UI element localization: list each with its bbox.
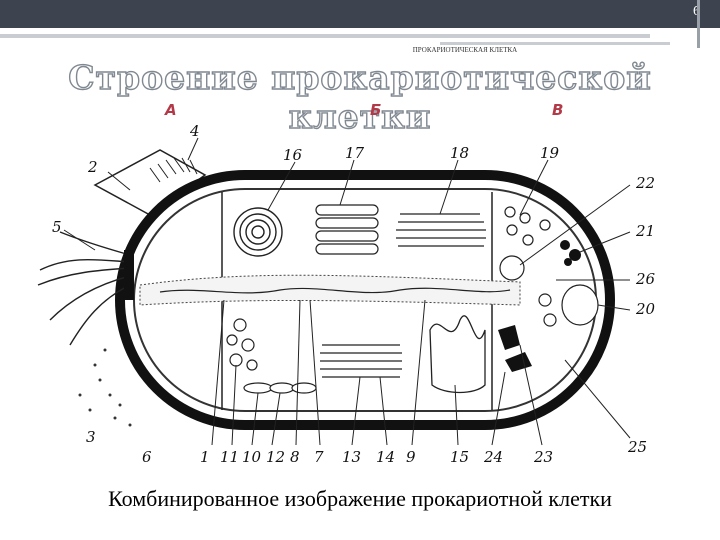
part-label: 25 bbox=[627, 438, 647, 456]
part-label: 19 bbox=[540, 144, 560, 162]
part-label: 18 bbox=[450, 144, 469, 162]
part-label: 4 bbox=[189, 122, 200, 140]
part-label: 22 bbox=[635, 174, 655, 192]
part-label: 1 bbox=[200, 448, 210, 466]
part-label: 11 bbox=[220, 448, 239, 466]
part-label: 16 bbox=[283, 146, 303, 164]
part-label: 21 bbox=[635, 222, 655, 240]
part-label: 10 bbox=[242, 448, 262, 466]
part-label: 8 bbox=[290, 448, 300, 466]
part-label: 5 bbox=[52, 218, 62, 236]
part-label: 24 bbox=[483, 448, 503, 466]
part-label: 9 bbox=[406, 448, 416, 466]
part-label: 15 bbox=[450, 448, 469, 466]
figure-caption: Комбинированное изображение прокариотной… bbox=[0, 486, 720, 512]
part-label: 12 bbox=[266, 448, 285, 466]
part-label: 17 bbox=[345, 144, 365, 162]
basal-body bbox=[124, 250, 134, 300]
part-label: 26 bbox=[635, 270, 656, 288]
part-label: 6 bbox=[142, 448, 152, 466]
part-label: 23 bbox=[533, 448, 553, 466]
part-label: 2 bbox=[87, 158, 98, 176]
part-label: 14 bbox=[376, 448, 395, 466]
part-label: 7 bbox=[314, 448, 324, 466]
part-label: 13 bbox=[342, 448, 361, 466]
outer-granules bbox=[79, 349, 132, 427]
section-label-a: А bbox=[164, 101, 177, 119]
part-label: 3 bbox=[86, 428, 96, 446]
section-label-b: Б bbox=[370, 101, 381, 119]
section-label-v: В bbox=[552, 101, 563, 119]
part-label: 20 bbox=[635, 300, 656, 318]
